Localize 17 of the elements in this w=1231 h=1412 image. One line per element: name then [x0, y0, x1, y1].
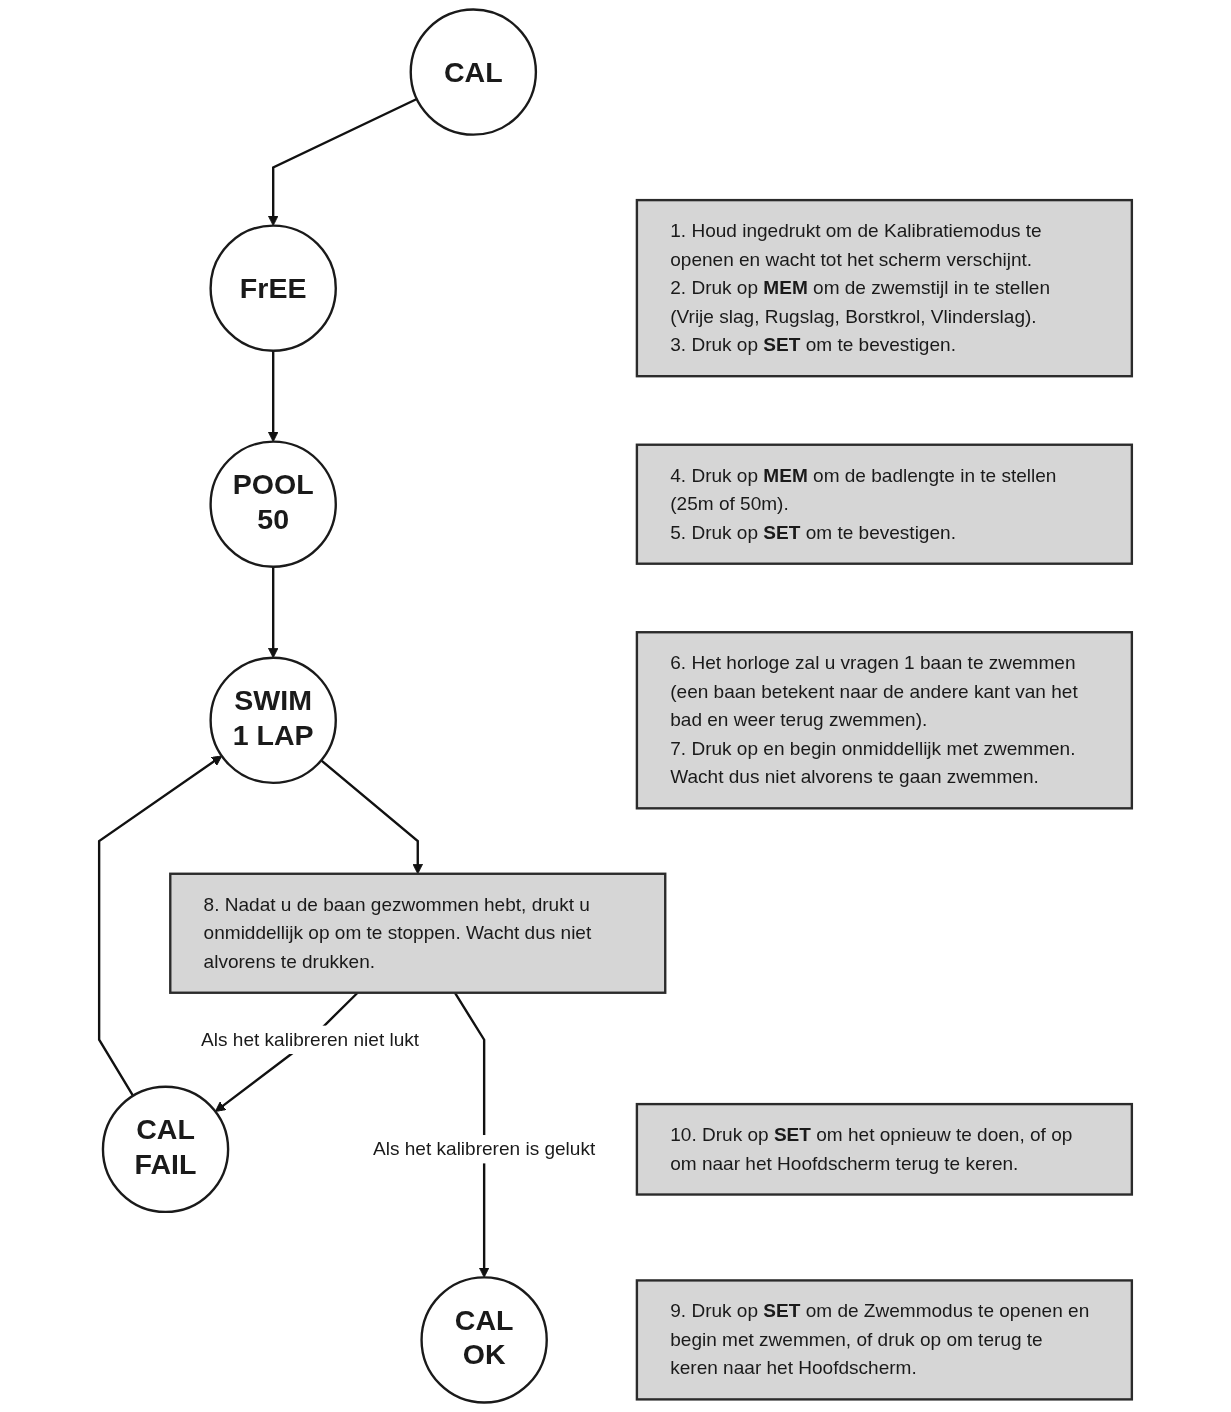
node-box: 10. Druk op SET om het opnieuw te doen, of op om naar het Hoofdscherm terug te keren.: [635, 1102, 1134, 1196]
arrow: [267, 566, 279, 659]
node-box: 4. Druk op MEM om de badlengte in te stellen (25m of 50m). 5. Druk op SET om te bevestigen.: [635, 443, 1134, 565]
node-circle: CAL: [409, 8, 538, 136]
node-box: 9. Druk op SET om de Zwemmodus te openen en begin met zwemmen, of druk op om terug te keren naar het Hoofdscherm.: [635, 1279, 1134, 1401]
node-circle: FrEE: [209, 224, 337, 352]
edge-label: Als het kalibreren is gelukt: [373, 1138, 596, 1159]
edge-label: Als het kalibreren niet lukt: [201, 1029, 420, 1050]
node-box: 1. Houd ingedrukt om de Kalibratiemodus te openen en wacht tot het scherm verschijnt. 2. Druk op MEM om de zwemstijl in te stellen (Vrije slag, Rugslag, Borstkrol, Vlinderslag). 3. Druk op SET om te bevestigen.: [635, 198, 1134, 378]
node-circle: CAL FAIL: [101, 1085, 230, 1214]
arrow: [97, 755, 223, 1097]
node-circle: SWIM 1 LAP: [209, 656, 337, 785]
arrow: [453, 992, 490, 1278]
node-circle: CAL OK: [420, 1276, 548, 1404]
node-circle: POOL 50: [209, 440, 337, 568]
node-box: 8. Nadat u de baan gezwommen hebt, drukt u onmiddellijk op om te stoppen. Wacht dus niet alvorens te drukken.: [169, 872, 667, 994]
node-box: 6. Het horloge zal u vragen 1 baan te zwemmen (een baan betekent naar de andere kant van het bad en weer terug zwemmen). 7. Druk op en begin onmiddellijk met zwemmen. Wacht dus niet alvorens te gaan zwemmen.: [635, 631, 1134, 810]
